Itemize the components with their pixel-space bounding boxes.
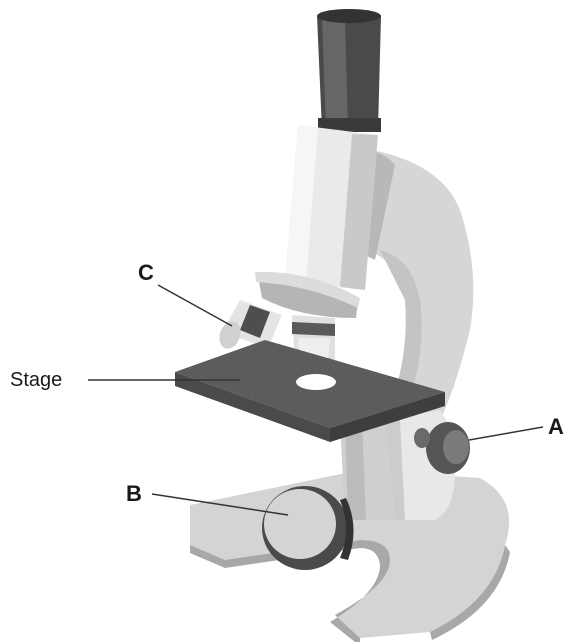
body-tube [285,125,378,290]
label-stage: Stage [10,370,62,390]
stage-hole [296,374,336,390]
label-b: B [126,483,142,505]
leader-line-c [158,285,232,326]
label-c: C [138,262,154,284]
label-a: A [548,416,564,438]
leader-line-a [469,427,543,440]
eyepiece [317,9,381,132]
